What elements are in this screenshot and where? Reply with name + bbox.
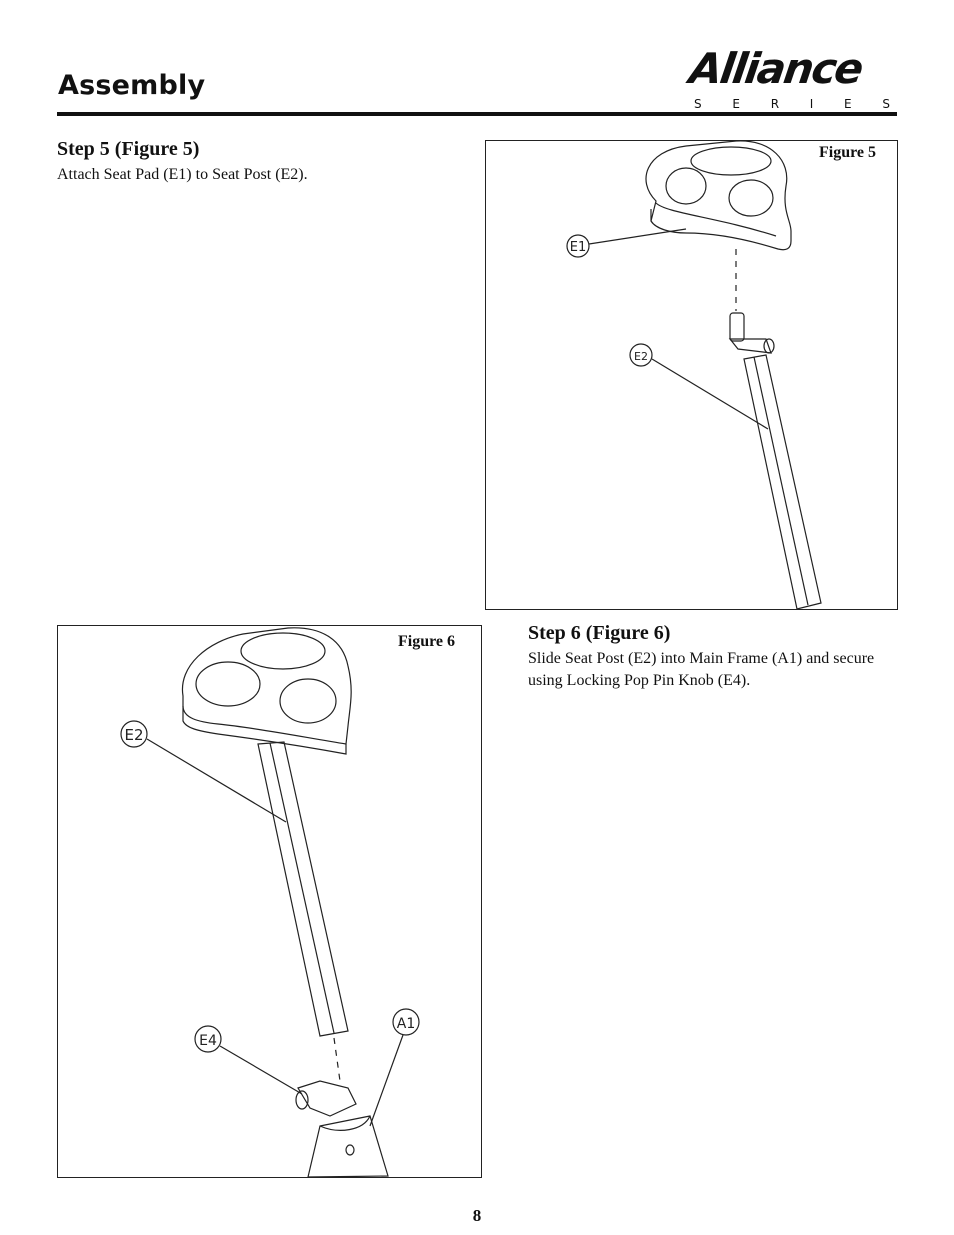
figure5-frame: E1 E2 — [485, 140, 898, 610]
step6-instructions: Slide Seat Post (E2) into Main Frame (A1… — [528, 650, 875, 689]
callout-e2: E2 — [634, 350, 648, 363]
figure6-illustration: E2 E4 A1 — [120, 627, 420, 1178]
seat-pad-shape — [645, 140, 792, 251]
figure5-label: Figure 5 — [819, 144, 877, 161]
logo-series-letter: E — [844, 97, 852, 111]
step5-heading: Step 5 (Figure 5) — [57, 138, 200, 160]
callout-e4: E4 — [199, 1033, 217, 1049]
callout-a1: A1 — [397, 1016, 415, 1032]
page-number: 8 — [472, 1206, 482, 1225]
brand-logo-series: S E R I E S — [694, 97, 890, 111]
figure6-label: Figure 6 — [398, 633, 456, 650]
seat-pad-shape — [181, 627, 352, 745]
logo-series-letter: E — [732, 97, 740, 111]
figure6-frame: E2 E4 A1 — [57, 625, 482, 1178]
logo-series-letter: I — [809, 97, 814, 111]
logo-series-letter: S — [694, 97, 702, 111]
logo-series-letter: R — [770, 97, 780, 111]
logo-series-letter: S — [882, 97, 890, 111]
step5-instructions: Attach Seat Pad (E1) to Seat Post (E2). — [57, 166, 308, 183]
figure5-illustration: E1 E2 — [566, 140, 822, 610]
step6-heading: Step 6 (Figure 6) — [528, 622, 671, 644]
callout-e1: E1 — [570, 240, 587, 255]
page-title: Assembly — [58, 70, 206, 101]
callout-e2: E2 — [124, 726, 143, 744]
header-divider — [57, 112, 897, 116]
brand-logo: Alliance — [686, 44, 865, 93]
